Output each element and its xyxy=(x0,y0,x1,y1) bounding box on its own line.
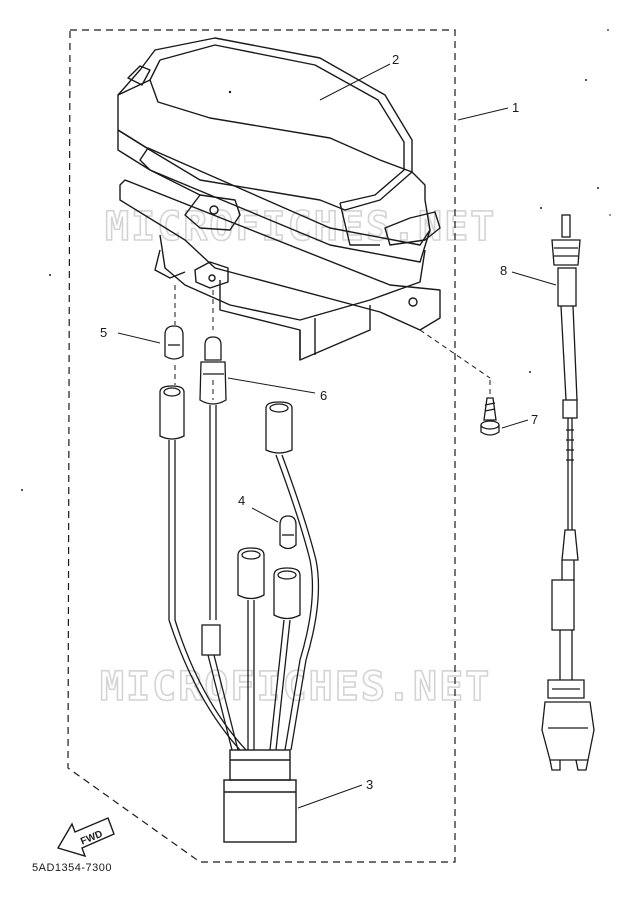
callout-1: 1 xyxy=(512,100,519,115)
watermark-bottom: MICROFICHES.NET xyxy=(100,664,491,710)
bulb-part-5 xyxy=(164,325,184,360)
bulb-socket-part-6 xyxy=(199,336,227,620)
fwd-arrow-icon xyxy=(56,817,115,858)
wire-sleeve xyxy=(201,624,221,656)
socket-right xyxy=(265,401,320,751)
socket-left xyxy=(159,385,185,620)
callout-8: 8 xyxy=(500,263,507,278)
callout-6: 6 xyxy=(320,388,327,403)
document-code: 5AD1354-7300 xyxy=(32,862,113,874)
callout-3: 3 xyxy=(366,777,373,792)
assembly-boundary xyxy=(67,29,456,863)
screw-part-7 xyxy=(480,397,500,436)
fwd-label: FWD xyxy=(79,829,104,848)
speedometer-cable-part-8 xyxy=(541,214,595,771)
connector-part-3 xyxy=(223,749,297,843)
callout-4: 4 xyxy=(238,493,245,508)
socket-lower-right xyxy=(269,567,301,751)
meter-housing xyxy=(117,37,441,361)
bulb-part-4 xyxy=(279,515,297,550)
socket-lower-left xyxy=(237,547,265,750)
callout-5: 5 xyxy=(100,325,107,340)
callout-2: 2 xyxy=(392,52,399,67)
callout-7: 7 xyxy=(531,412,538,427)
